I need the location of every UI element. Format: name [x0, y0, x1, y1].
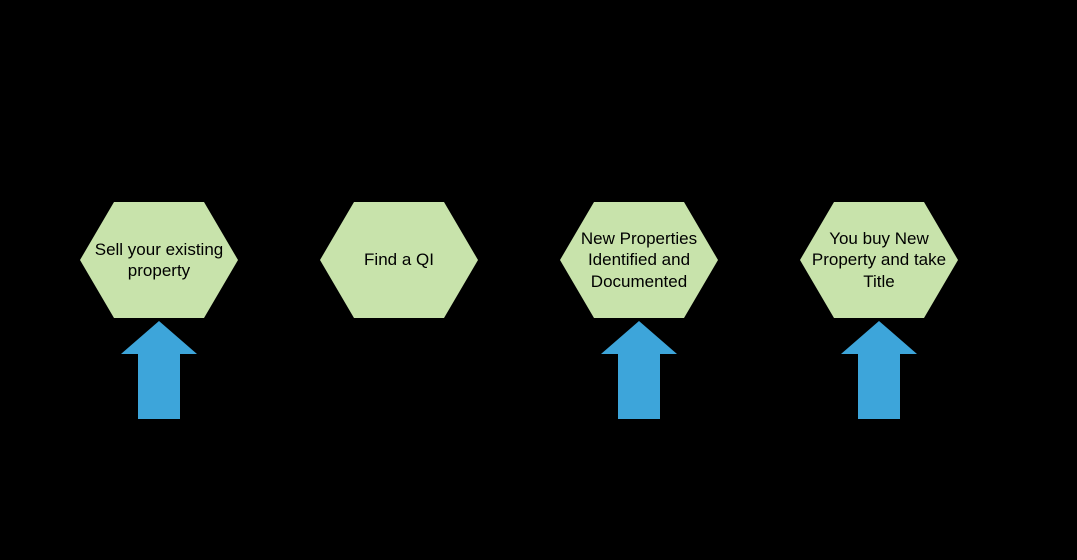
hexagon-node: New Properties Identified and Documented — [560, 202, 718, 318]
hexagon-node: Sell your existing property — [80, 202, 238, 318]
hexagon-shape — [80, 202, 238, 318]
hexagon-node: You buy New Property and take Title — [800, 202, 958, 318]
hexagon-node: Find a QI — [320, 202, 478, 318]
up-arrow-shape — [121, 321, 197, 419]
step-label: Sell your existing property — [94, 239, 224, 281]
hexagon-shape — [320, 202, 478, 318]
process-step: New Properties Identified and Documented — [560, 202, 718, 419]
up-arrow-shape — [841, 321, 917, 419]
process-step: Find a QI — [320, 202, 478, 419]
step-label: You buy New Property and take Title — [811, 228, 947, 291]
process-step: You buy New Property and take Title — [800, 202, 958, 419]
hexagon-shape — [800, 202, 958, 318]
hexagon-shape — [560, 202, 718, 318]
step-label: Find a QI — [364, 250, 434, 270]
up-arrow-shape — [601, 321, 677, 419]
step-label: New Properties Identified and Documented — [580, 228, 698, 291]
process-step: Sell your existing property — [80, 202, 238, 419]
